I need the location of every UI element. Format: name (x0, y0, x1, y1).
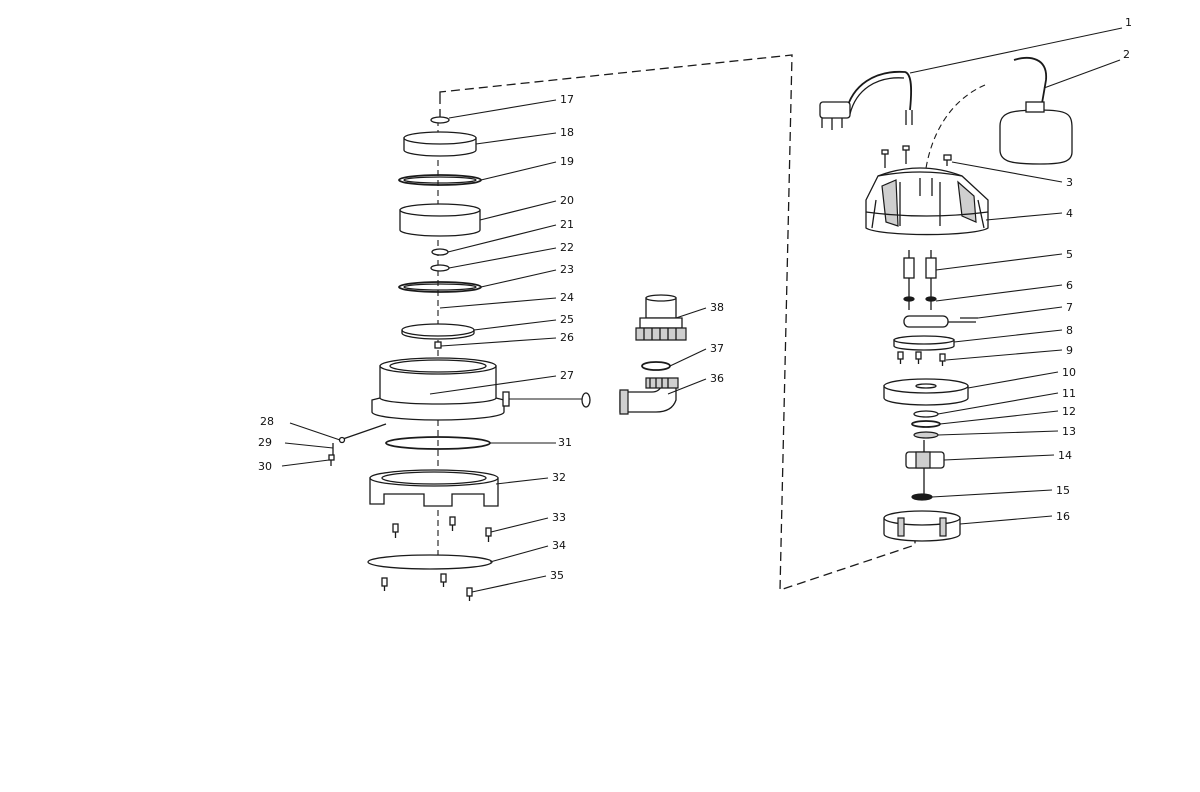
callout-22: 22 (560, 241, 574, 254)
part-8-plate (893, 335, 955, 351)
part-5-pins (903, 250, 937, 279)
part-2-float-switch (999, 57, 1073, 165)
callout-27: 27 (560, 369, 574, 382)
callout-26: 26 (560, 331, 574, 344)
part-26-nut (434, 341, 442, 349)
callout-35: 35 (550, 569, 564, 582)
callout-20: 20 (560, 194, 574, 207)
callout-5: 5 (1066, 248, 1073, 261)
callout-10: 10 (1062, 366, 1076, 379)
callout-11: 11 (1062, 387, 1076, 400)
callout-18: 18 (560, 126, 574, 139)
part-28-29-30-clip-and-screw (328, 423, 387, 466)
part-20-cylinder (399, 203, 481, 237)
part-21-washer (431, 248, 449, 256)
callout-28: 28 (260, 415, 274, 428)
leader-lines (281, 27, 1123, 593)
part-35-screws (381, 573, 473, 601)
part-13-ring (913, 431, 939, 439)
callout-38: 38 (710, 301, 724, 314)
part-15-washer (911, 493, 933, 501)
motor-column (819, 57, 1073, 542)
part-3-screws (881, 145, 952, 168)
callout-31: 31 (558, 436, 572, 449)
callout-33: 33 (552, 511, 566, 524)
callout-6: 6 (1066, 279, 1073, 292)
part-4-handle-cover (865, 167, 989, 236)
part-32-base (369, 469, 499, 507)
part-36-elbow (619, 377, 679, 415)
part-38-connector (635, 294, 687, 341)
callout-14: 14 (1058, 449, 1072, 462)
part-34-bottom-plate (367, 554, 493, 570)
pump-body-column (328, 116, 582, 601)
callout-21: 21 (560, 218, 574, 231)
callout-30: 30 (258, 460, 272, 473)
part-10-motor-cover (883, 378, 969, 406)
callout-3: 3 (1066, 176, 1073, 189)
part-27-housing (371, 357, 582, 421)
part-12-washer (911, 420, 941, 428)
part-22-washer (430, 264, 450, 272)
callout-37: 37 (710, 342, 724, 355)
callout-23: 23 (560, 263, 574, 276)
outlet-fittings (581, 294, 687, 415)
part-11-washer (913, 410, 939, 418)
outlet-o-ring (581, 392, 591, 408)
part-16-stator (883, 510, 961, 542)
callout-4: 4 (1066, 207, 1073, 220)
part-14-rotor (905, 440, 945, 498)
callout-12: 12 (1062, 405, 1076, 418)
part-7-rod (903, 315, 978, 328)
part-1-power-cord (819, 71, 913, 130)
callout-1: 1 (1125, 16, 1132, 29)
callout-16: 16 (1056, 510, 1070, 523)
callout-19: 19 (560, 155, 574, 168)
callout-25: 25 (560, 313, 574, 326)
assembly-dashed-outline (439, 54, 986, 591)
callout-7: 7 (1066, 301, 1073, 314)
part-9-screws (897, 351, 946, 366)
callout-15: 15 (1056, 484, 1070, 497)
callout-34: 34 (552, 539, 566, 552)
part-25-impeller-plate (401, 323, 475, 340)
callout-2: 2 (1123, 48, 1130, 61)
callout-32: 32 (552, 471, 566, 484)
callout-36: 36 (710, 372, 724, 385)
callout-13: 13 (1062, 425, 1076, 438)
part-33-screws (392, 516, 492, 542)
part-17-washer (430, 116, 450, 124)
callout-9: 9 (1066, 344, 1073, 357)
callout-17: 17 (560, 93, 574, 106)
callout-labels: 1 2 3 4 5 6 7 8 9 10 11 12 13 14 15 16 1… (258, 16, 1132, 582)
callout-8: 8 (1066, 324, 1073, 337)
callout-24: 24 (560, 291, 574, 304)
part-18-cover (403, 131, 477, 157)
part-37-washer (641, 361, 671, 371)
callout-29: 29 (258, 436, 272, 449)
part-6-washers (903, 278, 937, 310)
